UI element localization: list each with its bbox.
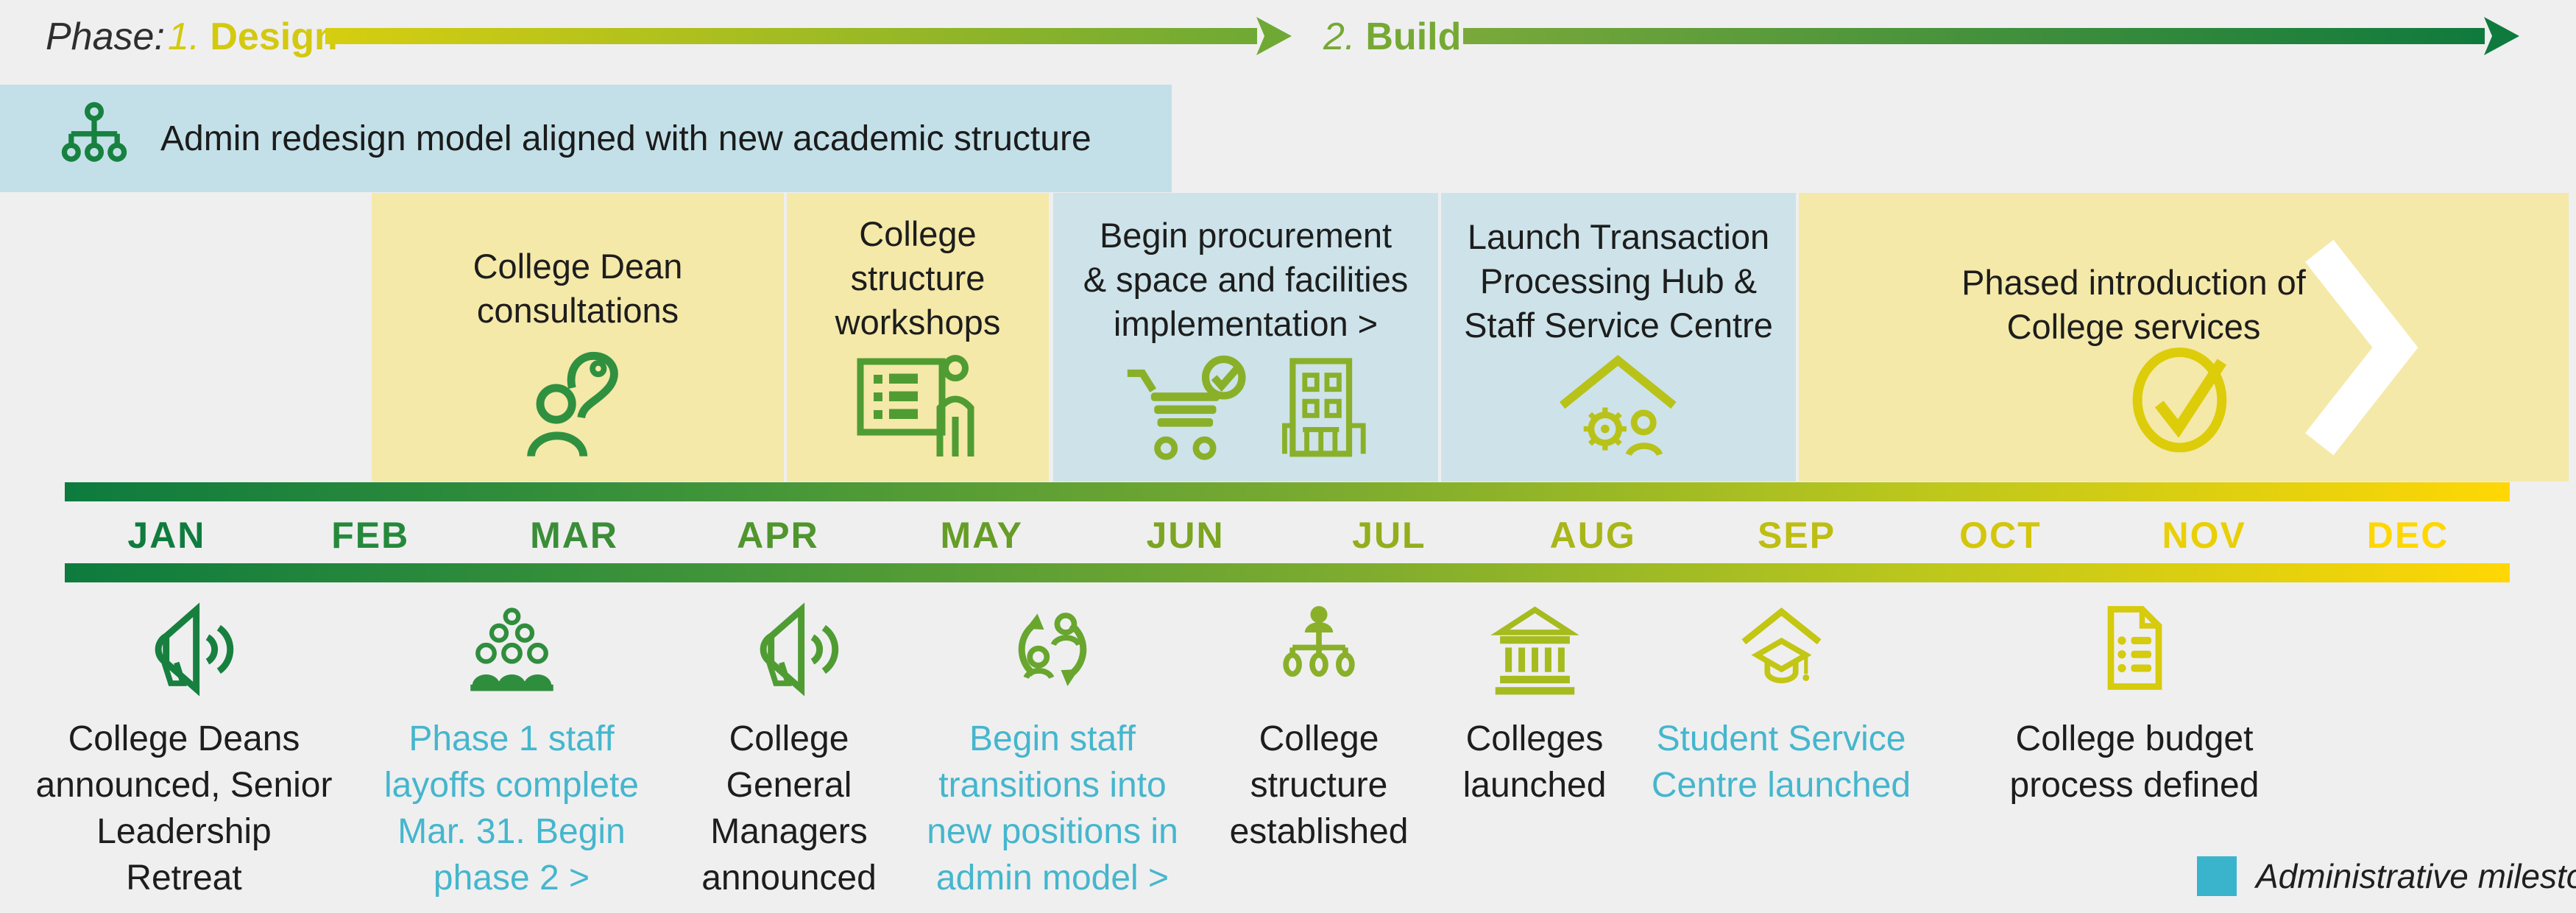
document-list-icon (2089, 598, 2181, 697)
milestone-text: College Deans announced, Senior Leadersh… (35, 719, 333, 898)
box-title: Launch Transaction Processing Hub & Staf… (1464, 217, 1773, 345)
org-chart-icon (61, 102, 127, 162)
phase-prefix-label: Phase: (46, 15, 165, 58)
activity-box-dean-consultations: College Dean consultations (372, 193, 784, 482)
box-icons (848, 344, 988, 465)
phase-1-label: 1.Design (168, 15, 338, 59)
box-icons (512, 340, 644, 465)
milestone-text: College budget process defined (2009, 719, 2260, 805)
timeline-bar-bottom (65, 563, 2510, 582)
month-may: MAY (940, 515, 1023, 556)
milestone-text: Phase 1 staff layoffs complete Mar. 31. … (384, 719, 639, 898)
bank-icon (1485, 598, 1585, 697)
chevron-right-icon (2305, 239, 2418, 456)
phase-2-number: 2. (1323, 15, 1356, 58)
box-icons (2116, 329, 2252, 465)
milestone-text: Begin staff transitions into new positio… (927, 719, 1178, 898)
megaphone-icon (734, 598, 844, 697)
milestone-college-structure-established: College structure established (1194, 598, 1444, 855)
month-oct: OCT (1959, 515, 2042, 556)
milestone-colleges-launched: Colleges launched (1417, 598, 1652, 808)
phase-1-name: Design (210, 15, 338, 58)
milestone-text: Colleges launched (1462, 719, 1607, 805)
staff-group-icon (459, 598, 565, 697)
month-feb: FEB (331, 515, 410, 556)
activity-box-service-hub-launch: Launch Transaction Processing Hub & Staf… (1441, 193, 1796, 482)
activity-box-procurement-facilities: Begin procurement & space and facilities… (1053, 193, 1438, 482)
arrowhead-right-icon (2484, 17, 2519, 55)
month-dec: DEC (2366, 515, 2449, 556)
legend-swatch (2197, 856, 2237, 896)
build-arrow-bar (1463, 28, 2485, 44)
staff-transition-icon (1005, 598, 1100, 697)
presentation-workshop-icon (857, 355, 974, 456)
month-labels: JAN FEB MAR APR MAY JUN JUL AUG SEP OCT … (65, 511, 2510, 560)
milestone-staff-transitions: Begin staff transitions into new positio… (876, 598, 1229, 901)
month-aug: AUG (1549, 515, 1636, 556)
megaphone-icon (129, 598, 239, 697)
org-structure-icon (1271, 598, 1367, 697)
box-icons (1119, 348, 1372, 465)
arrowhead-right-icon (1256, 17, 1292, 55)
design-arrow-bar (325, 28, 1257, 44)
box-title: College Dean consultations (473, 247, 683, 330)
month-apr: APR (737, 515, 819, 556)
month-jun: JUN (1146, 515, 1225, 556)
timeline-bar-top (65, 482, 2510, 501)
box-title: College structure workshops (835, 214, 1001, 342)
box-icons (1547, 348, 1691, 465)
milestone-general-managers-announced: College General Managers announced (664, 598, 914, 901)
milestone-college-deans-announced: College Deans announced, Senior Leadersh… (15, 598, 353, 901)
shopping-cart-check-icon (1127, 355, 1246, 460)
box-title: Begin procurement & space and facilities… (1083, 216, 1409, 343)
milestone-text: College structure established (1229, 719, 1409, 851)
activity-box-structure-workshops: College structure workshops (787, 193, 1049, 482)
admin-redesign-banner: Admin redesign model aligned with new ac… (0, 85, 1172, 192)
legend: Administrative milestones (2197, 856, 2576, 896)
consultation-people-icon (527, 351, 618, 457)
month-nov: NOV (2162, 515, 2246, 556)
milestone-budget-process-defined: College budget process defined (1980, 598, 2289, 808)
month-jan: JAN (127, 515, 206, 556)
phase-2-name: Build (1365, 15, 1462, 58)
milestone-phase1-layoffs: Phase 1 staff layoffs complete Mar. 31. … (350, 598, 673, 901)
check-circle-icon (2132, 347, 2227, 453)
box-title: Phased introduction of College services (1961, 263, 2306, 346)
phase-2-label: 2.Build (1323, 15, 1461, 59)
month-sep: SEP (1758, 515, 1836, 556)
phase-1-number: 1. (168, 15, 200, 58)
build-phase-arrow (1463, 17, 2519, 55)
banner-label: Admin redesign model aligned with new ac… (160, 119, 1091, 158)
building-icon (1281, 358, 1366, 457)
month-jul: JUL (1352, 515, 1426, 556)
service-hub-icon (1559, 354, 1677, 456)
milestone-student-service-centre: Student Service Centre launched (1582, 598, 1980, 808)
activity-box-phased-introduction: Phased introduction of College services (1799, 193, 2569, 482)
milestone-text: Student Service Centre launched (1651, 719, 1911, 805)
month-mar: MAR (530, 515, 618, 556)
legend-label: Administrative milestones (2256, 857, 2576, 895)
graduation-cap-icon (1732, 598, 1831, 697)
milestone-text: College General Managers announced (701, 719, 877, 898)
design-phase-arrow (325, 17, 1292, 55)
